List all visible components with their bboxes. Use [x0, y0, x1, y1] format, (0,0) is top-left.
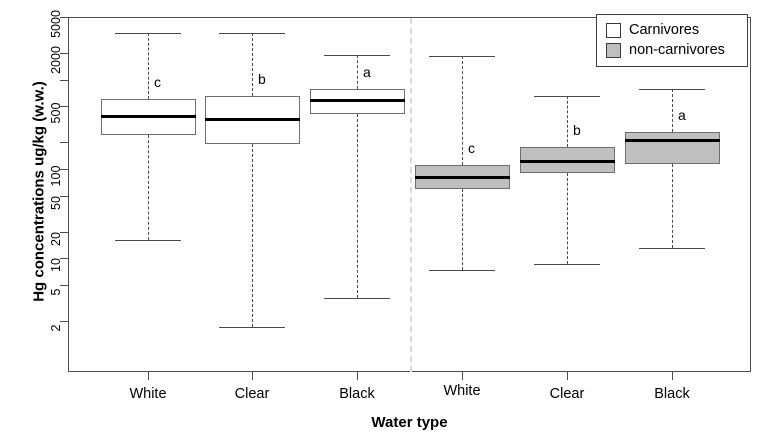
upper-whisker-cap [639, 88, 705, 90]
box-iqr [519, 147, 615, 174]
x-tick-mark [357, 372, 358, 380]
upper-whisker-line [148, 33, 149, 100]
lower-whisker-cap [534, 264, 600, 266]
lower-whisker-line [148, 134, 149, 241]
y-tick-mark [60, 17, 68, 18]
upper-whisker-cap [324, 54, 390, 56]
upper-whisker-cap [534, 95, 600, 97]
x-tick-mark [672, 372, 673, 380]
upper-whisker-line [357, 54, 358, 89]
x-tick-mark [462, 372, 463, 380]
significance-letter: c [468, 140, 475, 157]
lower-whisker-cap [115, 240, 181, 242]
x-tick-mark [567, 372, 568, 380]
x-tick-label: Clear [234, 386, 270, 402]
significance-letter: b [258, 70, 266, 87]
upper-whisker-cap [115, 33, 181, 35]
legend-swatch [606, 22, 621, 38]
upper-whisker-line [252, 33, 253, 96]
x-tick-label: White [129, 386, 167, 402]
lower-whisker-line [672, 163, 673, 249]
median-line [519, 160, 615, 164]
median-line [309, 99, 405, 103]
lower-whisker-line [462, 188, 463, 270]
legend-swatch [606, 42, 621, 58]
legend-label: non-carnivores [629, 42, 725, 58]
y-tick-mark [60, 258, 68, 260]
legend-item: Carnivores [606, 20, 738, 40]
y-tick-mark [60, 195, 68, 197]
legend-label: Carnivores [629, 22, 700, 38]
y-tick-mark [60, 169, 68, 170]
x-tick-label: Black [654, 386, 690, 402]
legend: Carnivores non-carnivores [596, 14, 748, 67]
median-line [204, 118, 300, 122]
lower-whisker-line [567, 173, 568, 265]
x-tick-mark [148, 372, 149, 380]
y-tick-mark [60, 52, 68, 54]
x-tick-label: White [443, 383, 481, 399]
y-tick-mark [60, 142, 68, 144]
x-tick-label: Black [339, 386, 375, 402]
lower-whisker-line [252, 144, 253, 328]
median-line [100, 115, 196, 119]
x-axis-title: Water type [371, 414, 448, 431]
upper-whisker-cap [429, 55, 495, 57]
upper-whisker-cap [219, 33, 285, 35]
significance-letter: a [363, 63, 371, 80]
lower-whisker-cap [219, 327, 285, 329]
median-line [414, 176, 510, 180]
median-line [624, 139, 720, 143]
lower-whisker-cap [429, 269, 495, 271]
y-tick-mark [60, 321, 68, 322]
significance-letter: b [573, 122, 581, 139]
legend-item: non-carnivores [606, 40, 738, 60]
x-tick-label: Clear [549, 386, 585, 402]
box-iqr [624, 131, 720, 164]
upper-whisker-line [567, 95, 568, 148]
group-separator-line [409, 18, 412, 372]
significance-letter: c [154, 74, 161, 91]
y-axis-title: Hg concentrations ug/kg (w.w.) [30, 81, 48, 302]
y-tick-mark [60, 79, 68, 81]
lower-whisker-cap [324, 298, 390, 300]
upper-whisker-line [672, 88, 673, 132]
lower-whisker-cap [639, 248, 705, 250]
x-tick-mark [252, 372, 253, 380]
lower-whisker-line [357, 114, 358, 299]
y-tick-mark [60, 106, 68, 108]
y-tick-mark [60, 231, 68, 233]
significance-letter: a [678, 106, 686, 123]
upper-whisker-line [462, 55, 463, 166]
y-tick-mark [60, 285, 68, 287]
